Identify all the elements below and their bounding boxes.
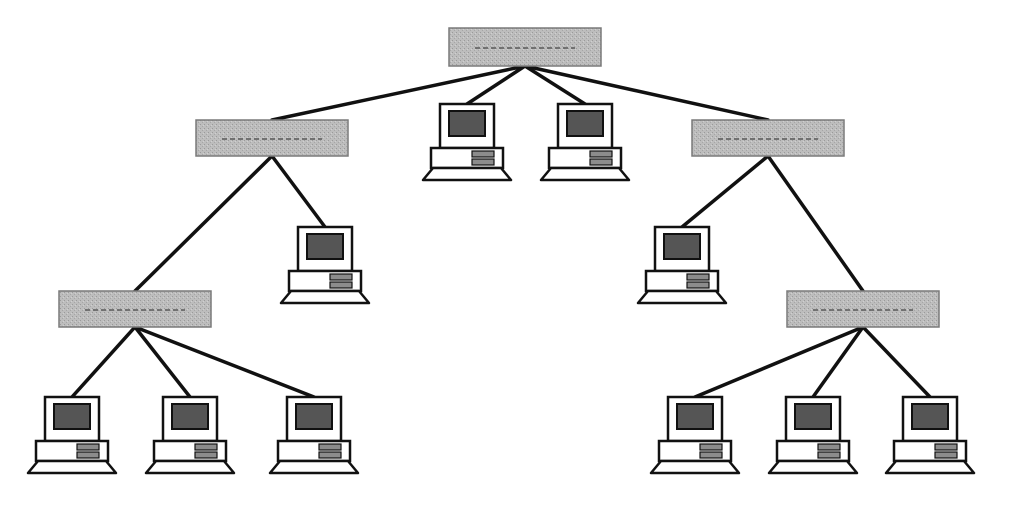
disk-drive: [589, 150, 613, 158]
keyboard-base: [144, 459, 236, 475]
screen: [911, 403, 949, 430]
link-hub-right-bottom-to-pc-rr-1: [693, 325, 865, 399]
screen: [676, 403, 714, 430]
keyboard-base: [767, 459, 859, 475]
screen: [794, 403, 832, 430]
link-hub-right-bottom-to-pc-rr-3: [861, 325, 932, 399]
disk-drive: [318, 443, 342, 451]
hub-body: [786, 290, 940, 328]
screen: [53, 403, 91, 430]
link-hub-root-to-hub-left: [270, 64, 527, 122]
hub-body: [58, 290, 212, 328]
disk-drive: [76, 443, 100, 451]
link-hub-left-bottom-to-pc-ll-1: [70, 325, 137, 399]
keyboard-base: [539, 166, 631, 182]
keyboard-base: [421, 166, 513, 182]
computer-terminal-icon: [26, 395, 118, 475]
disk-drive: [471, 158, 495, 166]
computer-terminal-icon: [144, 395, 236, 475]
screen: [306, 233, 344, 260]
link-hub-left-to-pc-left-1: [270, 154, 327, 229]
network-nodes: [26, 27, 976, 475]
disk-drive: [194, 451, 218, 459]
computer-terminal-icon: [268, 395, 360, 475]
disk-drive: [686, 281, 710, 289]
computer-terminal-icon: [884, 395, 976, 475]
keyboard-base: [636, 289, 728, 305]
disk-drive: [686, 273, 710, 281]
link-hub-root-to-hub-right: [523, 64, 770, 122]
disk-drive: [817, 443, 841, 451]
network-hub-icon: [691, 119, 845, 157]
computer-terminal-icon: [539, 102, 631, 182]
link-hub-left-bottom-to-pc-ll-3: [133, 325, 316, 399]
disk-drive: [329, 281, 353, 289]
screen: [448, 110, 486, 137]
computer-terminal-icon: [279, 225, 371, 305]
computer-terminal-icon: [649, 395, 741, 475]
keyboard-base: [649, 459, 741, 475]
hub-body: [448, 27, 602, 67]
keyboard-base: [279, 289, 371, 305]
disk-drive: [76, 451, 100, 459]
screen: [566, 110, 604, 137]
link-hub-right-bottom-to-pc-rr-2: [811, 325, 865, 399]
disk-drive: [471, 150, 495, 158]
link-hub-left-to-hub-left-bottom: [133, 154, 274, 293]
disk-drive: [699, 451, 723, 459]
disk-drive: [934, 443, 958, 451]
computer-terminal-icon: [421, 102, 513, 182]
disk-drive: [329, 273, 353, 281]
network-hub-icon: [448, 27, 602, 67]
network-hub-icon: [786, 290, 940, 328]
screen: [663, 233, 701, 260]
hub-body: [691, 119, 845, 157]
disk-drive: [699, 443, 723, 451]
network-hub-icon: [195, 119, 349, 157]
connection-lines: [70, 64, 932, 399]
disk-drive: [318, 451, 342, 459]
disk-drive: [934, 451, 958, 459]
keyboard-base: [884, 459, 976, 475]
disk-drive: [589, 158, 613, 166]
disk-drive: [817, 451, 841, 459]
link-hub-right-to-hub-right-bottom: [766, 154, 865, 293]
keyboard-base: [268, 459, 360, 475]
network-hub-icon: [58, 290, 212, 328]
computer-terminal-icon: [767, 395, 859, 475]
disk-drive: [194, 443, 218, 451]
computer-terminal-icon: [636, 225, 728, 305]
link-hub-left-bottom-to-pc-ll-2: [133, 325, 192, 399]
link-hub-root-to-pc-root-2: [523, 64, 587, 106]
link-hub-root-to-pc-root-1: [465, 64, 527, 106]
keyboard-base: [26, 459, 118, 475]
screen: [171, 403, 209, 430]
screen: [295, 403, 333, 430]
link-hub-right-to-pc-right-1: [680, 154, 770, 229]
hub-body: [195, 119, 349, 157]
